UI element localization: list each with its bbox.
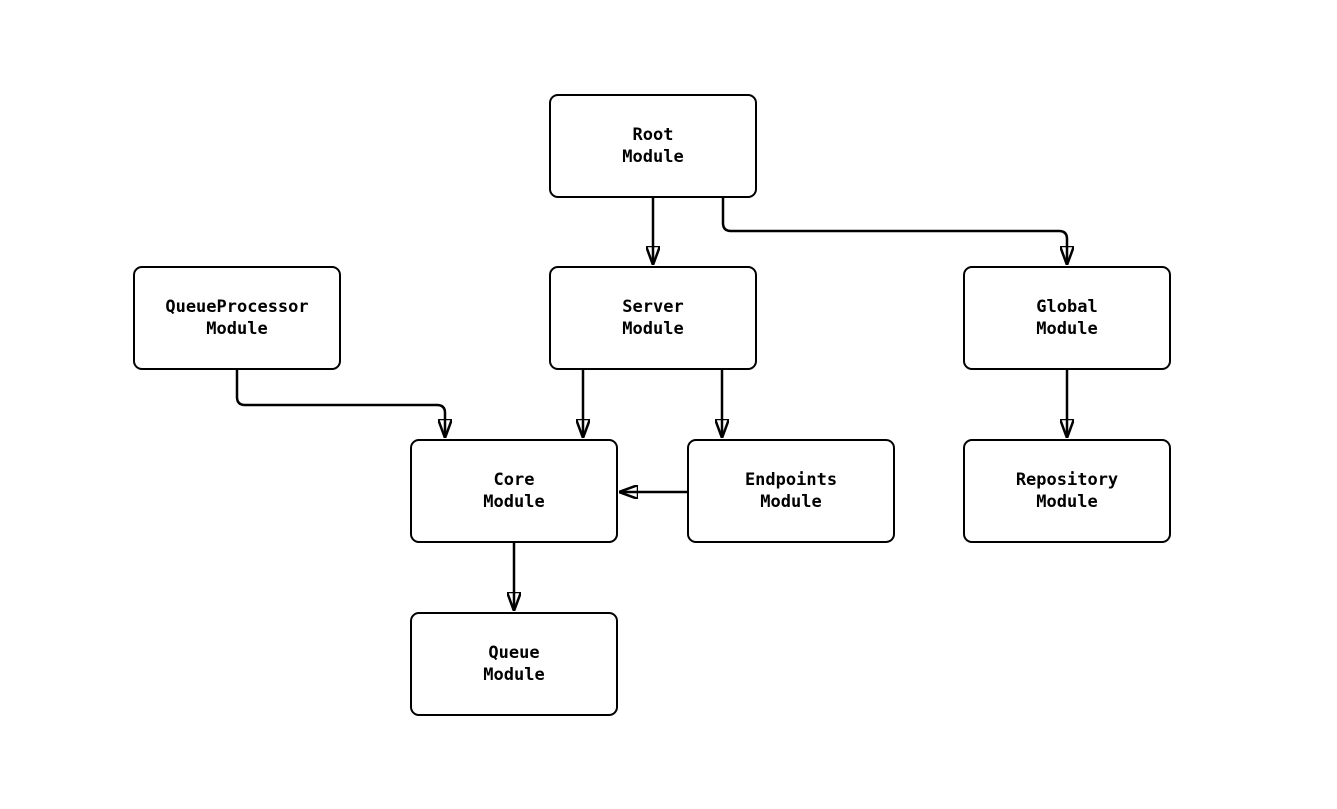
node-core-module: Core Module (410, 439, 618, 543)
node-queue-module: Queue Module (410, 612, 618, 716)
node-server-module: Server Module (549, 266, 757, 370)
edge-root-to-global (721, 198, 1067, 264)
node-global-module: Global Module (963, 266, 1171, 370)
node-queueprocessor-module: QueueProcessor Module (133, 266, 341, 370)
node-repository-module: Repository Module (963, 439, 1171, 543)
edge-queueprocessor-to-core (235, 370, 445, 437)
node-endpoints-module: Endpoints Module (687, 439, 895, 543)
node-root-module: Root Module (549, 94, 757, 198)
